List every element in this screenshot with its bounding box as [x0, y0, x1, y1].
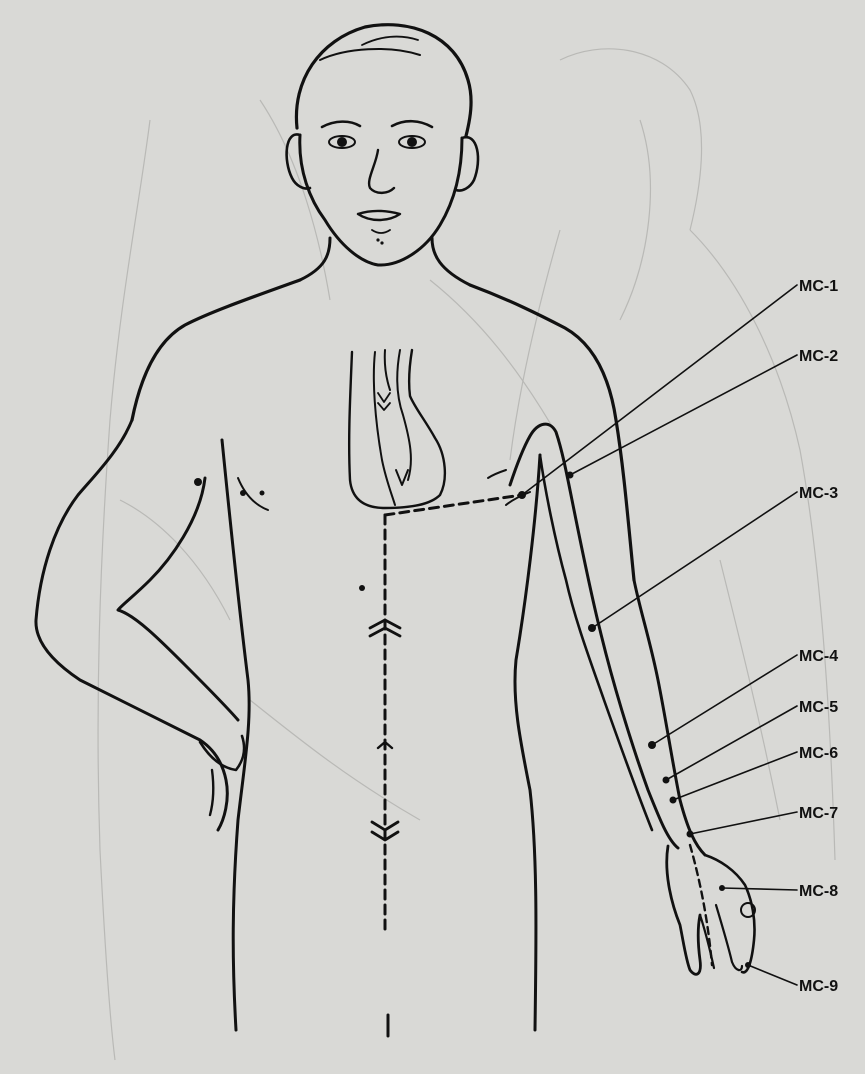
label-mc4: MC-4 — [799, 648, 838, 665]
label-mc2: MC-2 — [799, 348, 838, 365]
label-mc6: MC-6 — [799, 745, 838, 762]
heart-organ — [349, 350, 445, 508]
background-ghost-figure — [98, 49, 835, 1060]
meridian-path — [194, 478, 712, 965]
arm-right — [510, 424, 755, 974]
label-mc5: MC-5 — [799, 699, 838, 716]
leader-lines — [522, 285, 797, 985]
label-mc1: MC-1 — [799, 278, 838, 295]
label-mc8: MC-8 — [799, 883, 838, 900]
point-labels: MC-1 MC-2 MC-3 MC-4 MC-5 MC-6 MC-7 MC-8 … — [799, 278, 838, 995]
torso — [132, 238, 634, 1036]
arm-left — [36, 420, 244, 830]
label-mc3: MC-3 — [799, 485, 838, 502]
label-mc7: MC-7 — [799, 805, 838, 822]
label-mc9: MC-9 — [799, 978, 838, 995]
